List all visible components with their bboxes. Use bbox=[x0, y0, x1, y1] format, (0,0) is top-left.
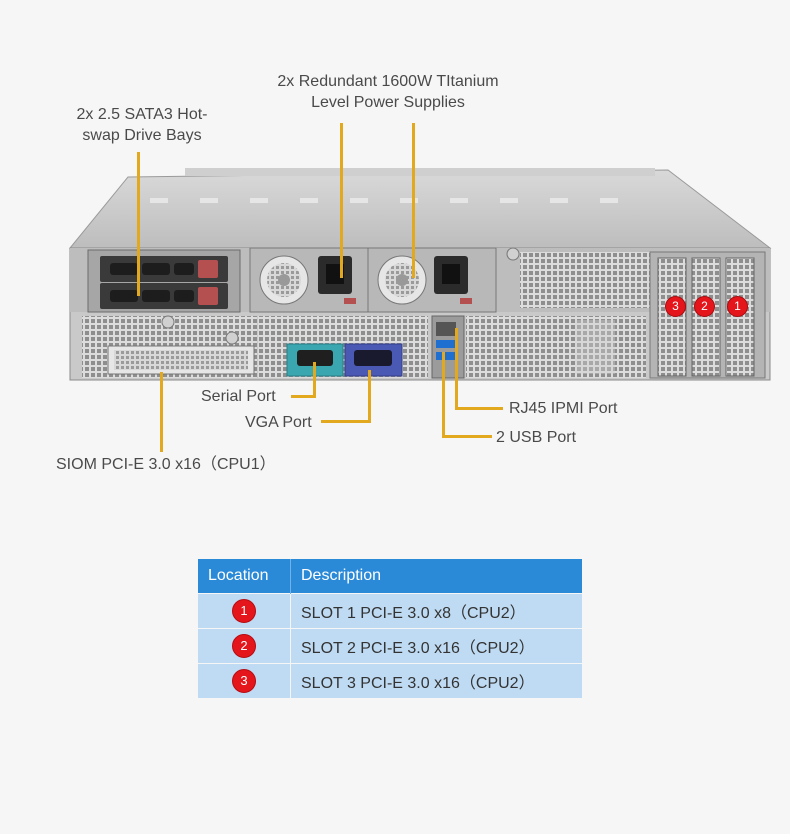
drive-bays-line-1: 2x 2.5 SATA3 Hot- bbox=[76, 106, 208, 123]
psu-fan-1 bbox=[259, 255, 309, 305]
power-supplies-line-1: 2x Redundant 1600W TItanium bbox=[277, 73, 499, 90]
drive-bays-line-2: swap Drive Bays bbox=[82, 127, 202, 144]
location-badge: 2 bbox=[232, 634, 256, 658]
chassis-top bbox=[68, 169, 772, 249]
slot-location-table: Location Description 1 SLOT 1 PCI-E 3.0 … bbox=[198, 559, 582, 698]
table-row: 1 SLOT 1 PCI-E 3.0 x8（CPU2） bbox=[198, 593, 582, 629]
description-cell: SLOT 1 PCI-E 3.0 x8（CPU2） bbox=[290, 593, 582, 629]
table-row: 2 SLOT 2 PCI-E 3.0 x16（CPU2） bbox=[198, 628, 582, 664]
usb-port-callout: 2 USB Port bbox=[496, 429, 577, 446]
rear-vent-grid bbox=[520, 252, 650, 308]
location-cell: 1 bbox=[198, 593, 291, 629]
slot-badge-2: 2 bbox=[694, 296, 715, 317]
description-header: Description bbox=[290, 559, 582, 594]
location-cell: 2 bbox=[198, 628, 291, 664]
rj45-ipmi-callout: RJ45 IPMI Port bbox=[509, 400, 618, 417]
vga-port-callout: VGA Port bbox=[245, 414, 312, 431]
location-badge: 1 bbox=[232, 599, 256, 623]
power-supplies-line-2: Level Power Supplies bbox=[311, 94, 465, 111]
description-cell: SLOT 3 PCI-E 3.0 x16（CPU2） bbox=[290, 663, 582, 698]
location-header: Location bbox=[198, 559, 291, 594]
table-row: 3 SLOT 3 PCI-E 3.0 x16（CPU2） bbox=[198, 663, 582, 698]
drive-bays-callout: 2x 2.5 SATA3 Hot- swap Drive Bays bbox=[62, 104, 222, 146]
table-header-row: Location Description bbox=[198, 559, 582, 594]
description-cell: SLOT 2 PCI-E 3.0 x16（CPU2） bbox=[290, 628, 582, 664]
slot-badge-3: 3 bbox=[665, 296, 686, 317]
location-badge: 3 bbox=[232, 669, 256, 693]
psu-fan-2 bbox=[377, 255, 427, 305]
right-lower-vent bbox=[466, 316, 646, 378]
siom-callout: SIOM PCI-E 3.0 x16（CPU1） bbox=[56, 456, 276, 473]
slot-badge-1: 1 bbox=[727, 296, 748, 317]
serial-port-callout: Serial Port bbox=[201, 388, 276, 405]
power-supplies-callout: 2x Redundant 1600W TItanium Level Power … bbox=[252, 71, 524, 113]
location-cell: 3 bbox=[198, 663, 291, 698]
